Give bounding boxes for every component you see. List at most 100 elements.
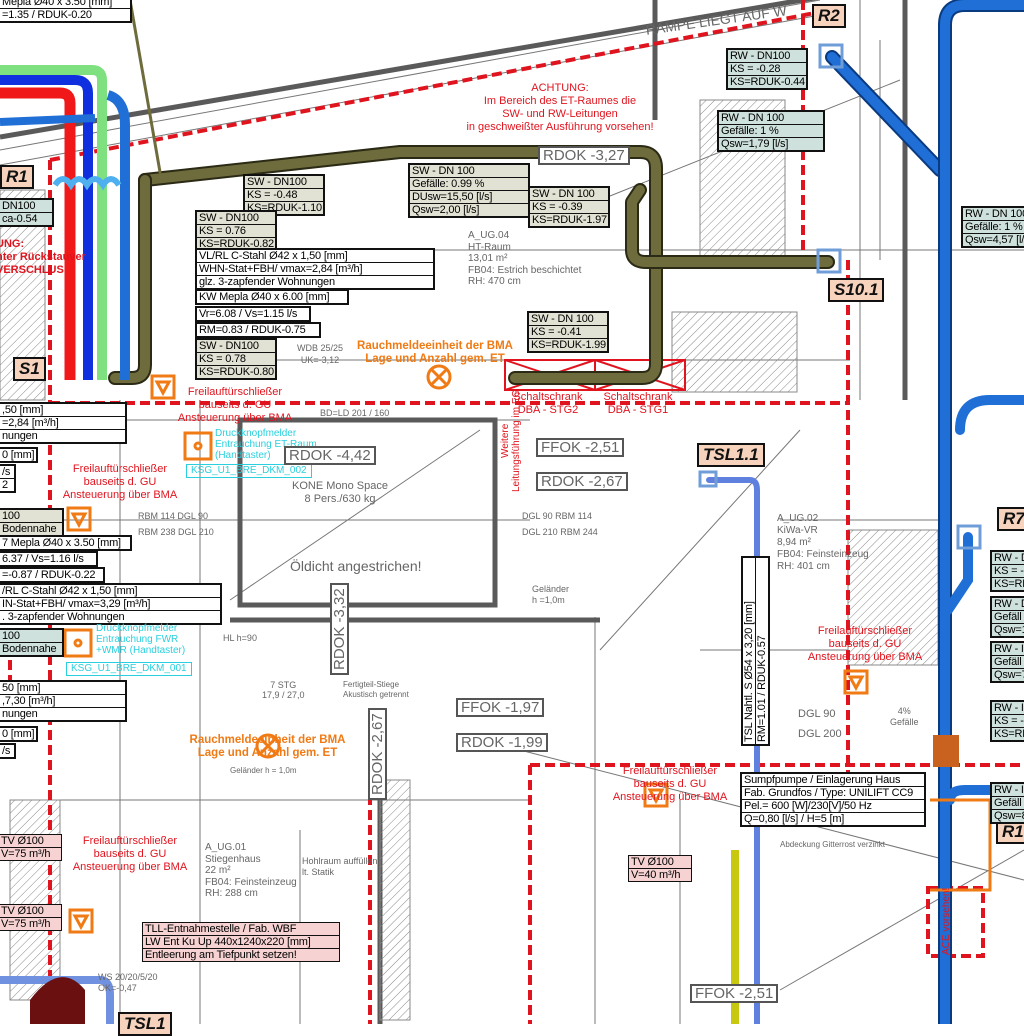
label-line: RW - I bbox=[992, 784, 1024, 797]
note-line: 7 STG bbox=[270, 680, 297, 690]
pump-fitting bbox=[933, 735, 959, 767]
note-line: Lage und Anzahl gem. ET bbox=[365, 353, 505, 365]
label-line: SW - DN100 bbox=[245, 176, 323, 189]
label-line: 6.37 / Vs=1.16 l/s bbox=[2, 553, 84, 565]
note-line: UNG: bbox=[0, 238, 25, 250]
label-line: KS=RD bbox=[994, 578, 1024, 590]
note-line: RH: 401 cm bbox=[777, 561, 830, 572]
label-line: TV Ø100 bbox=[0, 905, 61, 918]
label-line: =2,84 [m³/h] bbox=[0, 417, 125, 430]
label-line: Gefälle: 1 % bbox=[719, 125, 823, 138]
label-line: KS=RDUK-0.80 bbox=[199, 366, 274, 378]
tag-s1: S1 bbox=[13, 357, 46, 381]
pipe-label-heating-left-b: /RL C-Stahl Ø42 x 1,50 [mm]IN-Stat+FBH/ … bbox=[0, 583, 222, 625]
riser-points bbox=[698, 43, 982, 550]
label-line: DUsw=15,50 [l/s] bbox=[410, 191, 528, 204]
handrail-label: HL h=90 bbox=[223, 632, 257, 645]
note-line: Gefälle bbox=[890, 717, 919, 727]
note-line: 13,01 m² bbox=[468, 253, 508, 264]
tag-r1-right: R1 bbox=[996, 820, 1024, 844]
tag-r1: R1 bbox=[0, 165, 34, 189]
label-line: RW - I bbox=[992, 702, 1024, 715]
note-line: DGL 90 bbox=[798, 708, 836, 720]
label-line: RW - D bbox=[992, 552, 1024, 565]
pipe-label-kw-1: KW Mepla Ø40 x 6.00 [mm] bbox=[195, 289, 349, 305]
note-line: Freilauftürschließer bbox=[72, 463, 168, 475]
note-line: ACE vorsehen! bbox=[941, 887, 952, 955]
label-line: RW - D bbox=[992, 598, 1024, 611]
note-line: UK=-3,12 bbox=[300, 355, 340, 365]
note-line: Druckknopfmelder bbox=[96, 623, 178, 634]
pipe-label-left-a-mm: 0 [mm] bbox=[0, 447, 38, 463]
note-line: FB04: Estrich beschichtet bbox=[468, 264, 582, 276]
label-line: TLL-Entnahmestelle / Fab. WBF bbox=[143, 923, 339, 936]
note-line: DBA - STG1 bbox=[607, 404, 669, 416]
note-line: Freilauftürschließer bbox=[817, 625, 913, 637]
note-line: WDB 25/25 bbox=[297, 343, 344, 353]
note-line: h =1,0m bbox=[532, 595, 565, 605]
label-line: glz. 3-zapfender Wohnungen bbox=[199, 276, 335, 288]
label-line: SW - DN100 bbox=[197, 340, 275, 353]
note-line: A_UG.02 bbox=[777, 513, 819, 524]
label-line: WHN-Stat+FBH/ vmax=2,84 [m³/h] bbox=[197, 263, 433, 276]
railing-label-2: Geländer h = 1,0m bbox=[230, 764, 296, 777]
pipe-label-mepla-top: Mepla Ø40 x 3.50 [mm]=1.35 / RDUK-0.20 bbox=[0, 0, 132, 23]
note-line: HT-Raum bbox=[468, 241, 511, 253]
drain-shaft bbox=[30, 977, 85, 1024]
note-line: HL h=90 bbox=[223, 633, 257, 643]
label-line: =-0.87 / RDUK-0.22 bbox=[2, 569, 96, 581]
label-line: RW - DN 100 bbox=[719, 112, 823, 125]
label-line: KS = -0.39 bbox=[530, 201, 608, 214]
level-rdok-267: RDOK -2,67 bbox=[536, 472, 628, 491]
pipe-label-heating-left-c: 50 [mm],7,30 [m³/h]nungen bbox=[0, 680, 127, 722]
label-line: Entleerung am Tiefpunkt setzen! bbox=[145, 949, 297, 961]
label-line: SW - DN 100 bbox=[529, 313, 607, 326]
sw-pipes bbox=[108, 0, 835, 385]
label-line: RW - DN 100 bbox=[963, 208, 1024, 221]
note-line: OK=-0,47 bbox=[98, 983, 137, 993]
tag-tsl1-bottom: TSL1 bbox=[118, 1012, 172, 1036]
note-line: +WMR (Handtaster) bbox=[96, 645, 186, 656]
label-line: V=75 m³/h bbox=[1, 918, 51, 930]
label-line: Fab. Grundfos / Type: UNILIFT CC9 bbox=[742, 787, 924, 800]
label-line: ca-0.54 bbox=[2, 213, 38, 225]
label-line: Sumpfpumpe / Einlagerung Haus bbox=[742, 774, 924, 787]
label-line: KS=RDUK-0.44 bbox=[730, 76, 805, 88]
level-ffok-251: FFOK -2,51 bbox=[536, 438, 625, 457]
label-line: KS=RD bbox=[994, 728, 1024, 740]
note-line: Lage und Anzahl gem. ET bbox=[197, 747, 338, 759]
orange-symbols bbox=[63, 364, 992, 934]
pipe-label-left-c-mm: 0 [mm] bbox=[0, 726, 38, 742]
label-line: SW - DN 100 bbox=[530, 188, 608, 201]
label-line: LW Ent Ku Up 440x1240x220 [mm] bbox=[143, 936, 339, 949]
label-line: Bodennahe bbox=[2, 523, 57, 535]
note-line: DGL 210 RBM 244 bbox=[522, 527, 598, 537]
pipe-label-left-c-ls: /s bbox=[0, 743, 16, 759]
label-line: Qsw=8 bbox=[994, 810, 1024, 822]
label-line: TV Ø100 bbox=[629, 856, 691, 869]
label-line: . 3-zapfender Wohnungen bbox=[2, 611, 125, 623]
label-line: 2 bbox=[2, 479, 8, 491]
label-line: nungen bbox=[2, 708, 38, 720]
note-line: WS 20/20/5/20 bbox=[98, 972, 158, 982]
note-line: 8,94 m² bbox=[777, 537, 811, 548]
